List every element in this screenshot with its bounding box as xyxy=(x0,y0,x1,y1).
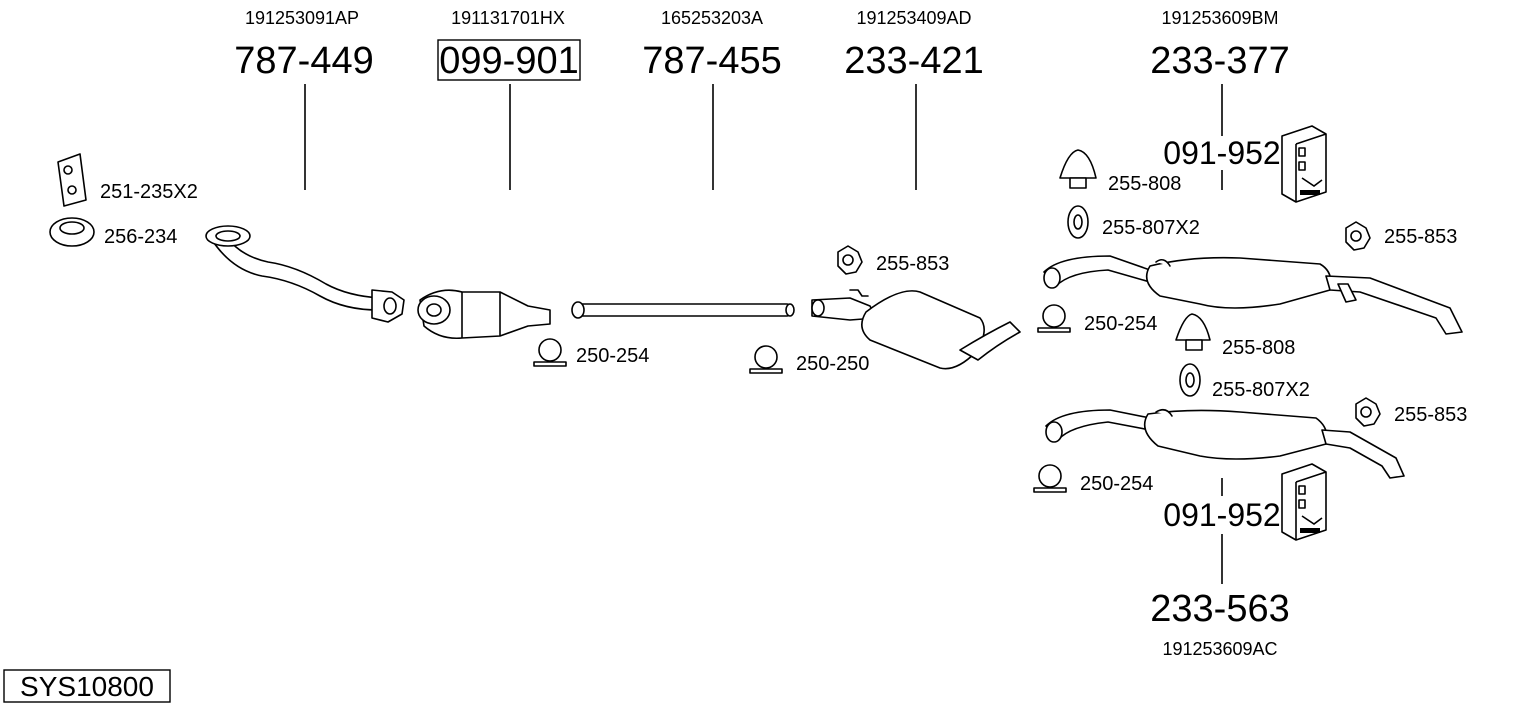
rubber-ring-icon xyxy=(1067,205,1089,239)
mounting-kit-box-icon xyxy=(1281,463,1327,541)
clamp-icon xyxy=(749,345,783,374)
oem-number-p4: 191253409AD xyxy=(856,8,971,28)
oem-number-p5: 191253609BM xyxy=(1161,8,1278,28)
front-pipe-icon xyxy=(205,225,405,323)
part-number-box xyxy=(437,39,581,81)
clamp-icon xyxy=(1033,464,1067,493)
accessory-label-a10[interactable]: 255-808 xyxy=(1222,337,1295,359)
accessory-label-a8[interactable]: 255-853 xyxy=(1384,226,1457,248)
mounting-kit-box-icon xyxy=(1281,125,1327,203)
rubber-mount-icon xyxy=(1355,397,1381,427)
rubber-mount-icon xyxy=(837,245,863,275)
accessory-label-a4[interactable]: 250-250 xyxy=(796,353,869,375)
middle-pipe-icon xyxy=(571,301,795,319)
kit-label-top[interactable]: 091-952 xyxy=(1163,135,1280,171)
gasket-bracket-icon xyxy=(57,153,87,207)
oem-number-p6: 191253609AC xyxy=(1162,639,1277,659)
oem-number-p3: 165253203A xyxy=(661,8,763,28)
rear-silencer-icon xyxy=(1045,408,1405,479)
kit-label-bottom[interactable]: 091-952 xyxy=(1163,497,1280,533)
part-number-p6[interactable]: 233-563 xyxy=(1150,588,1289,630)
rubber-hanger-icon xyxy=(1175,313,1211,351)
clamp-icon xyxy=(1037,304,1071,333)
part-number-p2[interactable]: 099-901 xyxy=(439,40,578,82)
accessory-label-a1[interactable]: 251-235X2 xyxy=(100,181,198,203)
catalytic-converter-icon xyxy=(417,289,551,340)
rubber-mount-icon xyxy=(1345,221,1371,251)
oem-number-p2: 191131701HX xyxy=(451,8,565,28)
system-code-box xyxy=(3,669,171,703)
accessory-label-a6[interactable]: 255-808 xyxy=(1108,173,1181,195)
accessory-label-a3[interactable]: 250-254 xyxy=(576,345,649,367)
middle-silencer-icon xyxy=(811,289,1021,370)
rear-silencer-icon xyxy=(1043,255,1463,335)
accessory-label-a2[interactable]: 256-234 xyxy=(104,226,177,248)
system-code: SYS10800 xyxy=(20,671,154,702)
rubber-ring-icon xyxy=(1179,363,1201,397)
accessory-label-a5[interactable]: 255-853 xyxy=(876,253,949,275)
accessory-label-a12[interactable]: 255-853 xyxy=(1394,404,1467,426)
accessory-label-a13[interactable]: 250-254 xyxy=(1080,473,1153,495)
part-number-p5[interactable]: 233-377 xyxy=(1150,40,1289,82)
part-number-p4[interactable]: 233-421 xyxy=(844,40,983,82)
accessory-label-a9[interactable]: 250-254 xyxy=(1084,313,1157,335)
ring-gasket-icon xyxy=(49,217,95,247)
clamp-icon xyxy=(533,338,567,367)
accessory-label-a11[interactable]: 255-807X2 xyxy=(1212,379,1310,401)
accessory-label-a7[interactable]: 255-807X2 xyxy=(1102,217,1200,239)
part-number-p3[interactable]: 787-455 xyxy=(642,40,781,82)
part-number-p1[interactable]: 787-449 xyxy=(234,40,373,82)
rubber-hanger-icon xyxy=(1059,149,1097,189)
oem-number-p1: 191253091AP xyxy=(245,8,359,28)
